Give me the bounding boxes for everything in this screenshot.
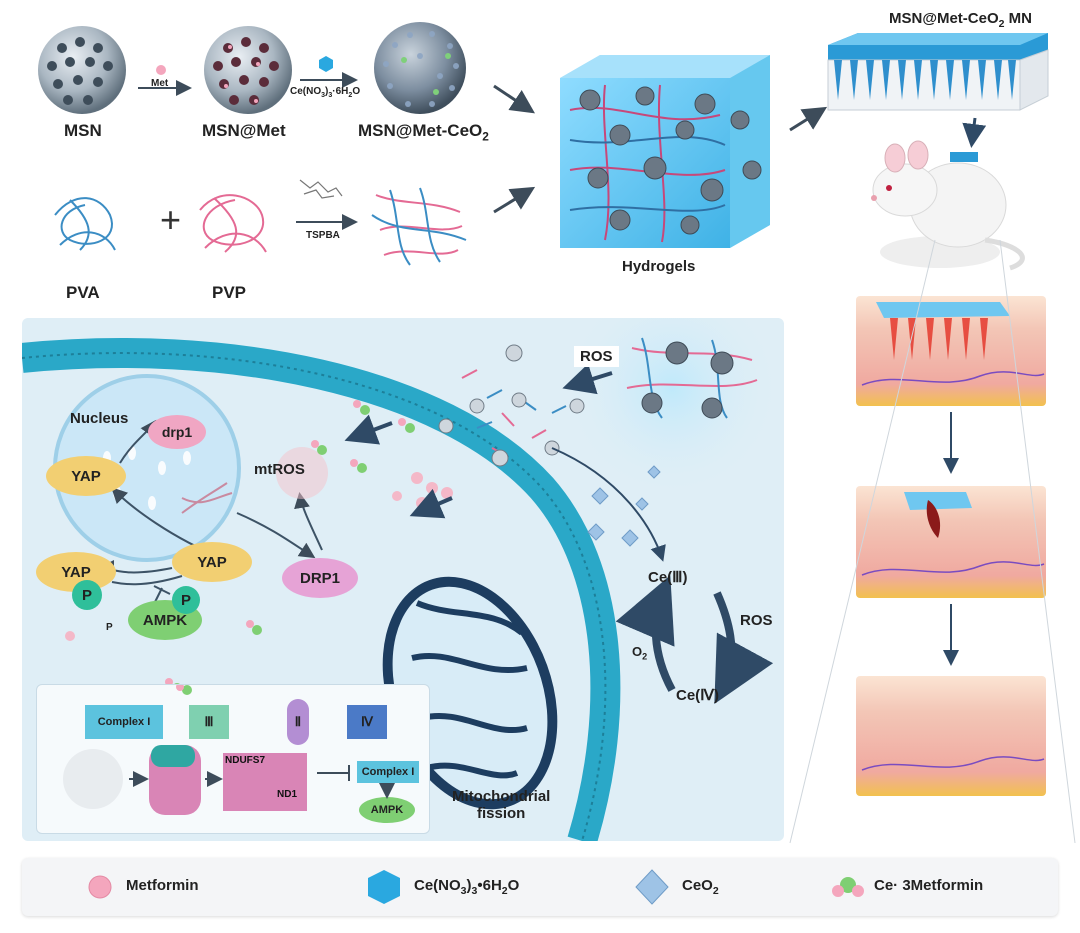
label-mn-title: MSN@Met-CeO2 MN: [889, 10, 1032, 30]
binding-site-view: [223, 753, 307, 811]
msn-sphere: [38, 26, 126, 114]
zoom-line-left: [789, 239, 936, 844]
label-msn-met: MSN@Met: [202, 121, 286, 140]
skin-block-2: [856, 486, 1046, 598]
skin-block-3: [856, 676, 1046, 796]
arrow-to-hydrogel-bottom: [493, 186, 536, 214]
label-nd1: ND1: [277, 789, 298, 800]
legend-ceo2: CeO2: [682, 877, 719, 897]
label-ndufs7: NDUFS7: [225, 755, 266, 766]
msn-met-sphere: [204, 26, 292, 114]
label-hydrogels: Hydrogels: [622, 258, 696, 275]
label-ros-right: ROS: [740, 612, 773, 629]
label-met-step: Met: [151, 78, 169, 89]
label-ce-step: Ce(NO3)3·6H2O: [290, 86, 361, 99]
legend-bar: Metformin Ce(NO3)3•6H2O CeO2 Ce· 3Metfor…: [22, 858, 1058, 916]
arrow-to-hydrogel-top: [493, 84, 535, 114]
zoom-line-right: [999, 239, 1076, 844]
label-mtros: mtROS: [254, 461, 305, 478]
legend-icons: [88, 869, 864, 905]
etc-arrows: [129, 685, 395, 799]
label-ros-top: ROS: [574, 346, 619, 367]
complex-iv-box: Ⅳ: [347, 705, 387, 739]
label-o2: O2: [632, 644, 648, 662]
protein-structure-teal: [151, 745, 195, 767]
yap-cytoplasmic: YAP: [172, 542, 252, 582]
label-msn: MSN: [64, 121, 102, 140]
arrow-to-mouse: [962, 117, 987, 148]
label-msn-met-ceo2: MSN@Met-CeO2: [358, 121, 489, 144]
label-tspba: TSPBA: [306, 230, 340, 241]
legend-ce-met: Ce· 3Metformin: [874, 877, 984, 894]
label-pva: PVA: [66, 283, 100, 302]
mechanism-panel: Nucleus drp1 YAP YAP P YAP AMPK P P DRP1…: [22, 318, 784, 841]
phospho-p1: P: [72, 580, 102, 610]
microneedle-patch: [827, 33, 1049, 111]
complex-ii-box: Ⅱ: [287, 699, 309, 745]
phospho-p2: P: [172, 586, 200, 614]
pvp-network: [199, 194, 267, 253]
etc-subpanel: Complex I Ⅲ Ⅱ Ⅳ NDUFS7 ND1 Complex I AMP…: [36, 684, 430, 834]
complex-iii-box: Ⅲ: [189, 705, 229, 739]
crosslinked-network: [371, 187, 467, 266]
plus-sign: +: [160, 199, 181, 240]
pva-network: [54, 197, 116, 251]
mouse: [871, 140, 1025, 271]
yap-nuclear: YAP: [46, 456, 126, 496]
hydrogel-cube: [560, 55, 770, 248]
ampk-activated: AMPK: [359, 797, 415, 823]
metformin-dot: [156, 65, 166, 75]
legend-metformin: Metformin: [126, 877, 199, 894]
skin-block-1: [856, 296, 1046, 406]
drp1-protein: DRP1: [282, 558, 358, 598]
ce-hexagon-icon: [319, 56, 333, 72]
complex-i-box: Complex I: [85, 705, 163, 739]
label-nucleus: Nucleus: [70, 410, 129, 427]
msn-met-ceo2-sphere: [374, 22, 466, 114]
arrow-to-mn: [789, 106, 828, 132]
label-ce4: Ce(Ⅳ): [676, 687, 720, 704]
label-p-small: P: [106, 622, 113, 633]
legend-ce-salt: Ce(NO3)3•6H2O: [414, 877, 520, 897]
label-ce3: Ce(Ⅲ): [648, 569, 688, 586]
protein-structure-gray: [63, 749, 123, 809]
tspba-crosslinker: [299, 179, 343, 199]
label-pvp: PVP: [212, 283, 247, 302]
drp1-gene: drp1: [148, 415, 206, 449]
complex-i-inhibited: Complex I: [357, 761, 419, 783]
